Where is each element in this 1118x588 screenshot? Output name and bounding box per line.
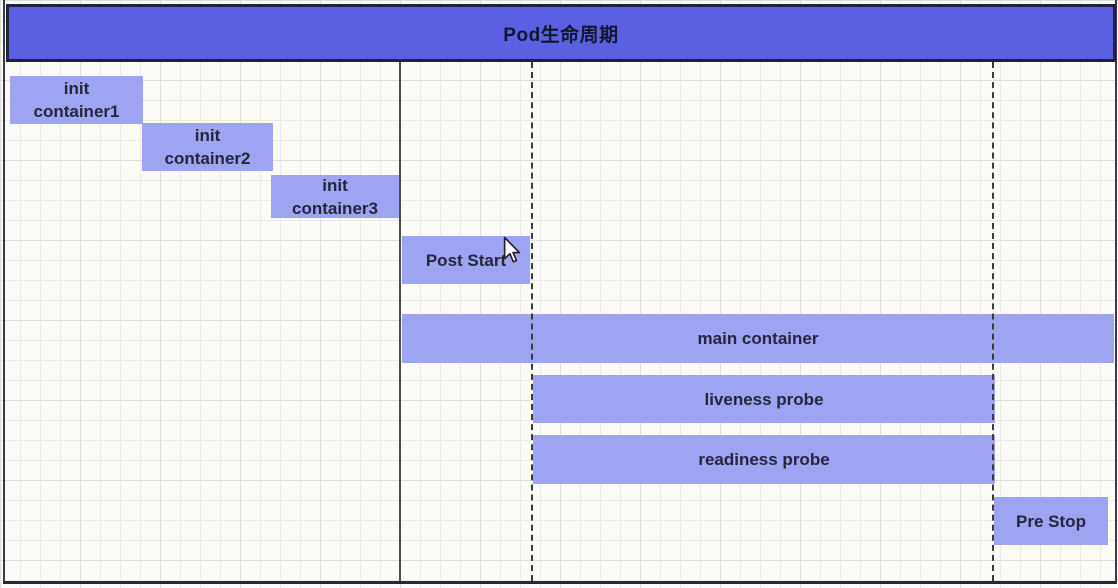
canvas-frame-bottom	[3, 581, 1116, 584]
canvas-frame-left	[3, 0, 5, 584]
diagram-title: Pod生命周期	[503, 24, 619, 46]
bar-readiness-probe[interactable]: readiness probe	[533, 435, 995, 484]
bar-init-container3[interactable]: init container3	[271, 175, 399, 218]
guide-main-start	[399, 62, 401, 581]
bar-init-container2[interactable]: init container2	[142, 123, 273, 171]
canvas-frame-right	[1115, 0, 1117, 584]
guide-post-start-end	[531, 62, 533, 581]
diagram-title-bar[interactable]: Pod生命周期	[6, 4, 1116, 62]
bar-pre-stop[interactable]: Pre Stop	[994, 497, 1108, 545]
mouse-cursor-icon	[503, 236, 521, 263]
bar-init-container1[interactable]: init container1	[10, 76, 143, 124]
bar-liveness-probe[interactable]: liveness probe	[533, 375, 995, 423]
guide-pre-stop-start	[992, 62, 994, 581]
bar-post-start[interactable]: Post Start	[402, 236, 530, 284]
bar-main-container[interactable]: main container	[402, 314, 1114, 363]
